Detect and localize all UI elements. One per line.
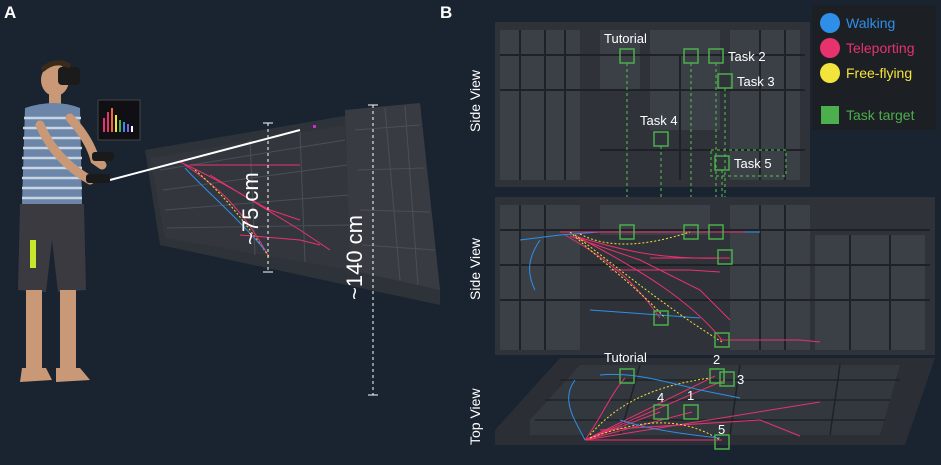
legend-label-free-flying: Free-flying bbox=[846, 65, 912, 81]
top-view-targets bbox=[619, 368, 735, 450]
top-label-2: 2 bbox=[713, 352, 720, 367]
legend-label-task-target: Task target bbox=[846, 107, 915, 123]
task-label-2: Task 2 bbox=[728, 49, 766, 64]
legend-swatch-task-target bbox=[821, 106, 839, 124]
side-view-2-trajectories bbox=[519, 231, 821, 343]
laser-pointer bbox=[109, 129, 301, 181]
measure-75cm bbox=[263, 122, 273, 273]
vr-controller-icon bbox=[92, 152, 114, 161]
top-label-tutorial: Tutorial bbox=[604, 350, 647, 365]
top-view-trajectories bbox=[568, 373, 821, 441]
view-title-top: Top View bbox=[467, 388, 483, 445]
top-label-4: 4 bbox=[657, 390, 664, 405]
legend-swatch-free-flying bbox=[820, 63, 840, 83]
side-view-2-targets bbox=[619, 224, 733, 348]
panel-b-label: B bbox=[440, 3, 452, 22]
side-view-1-targets bbox=[619, 48, 733, 171]
legend-label-walking: Walking bbox=[846, 15, 895, 31]
vr-controller-icon-2 bbox=[86, 174, 110, 183]
building-model-perspective bbox=[145, 103, 440, 305]
task-label-tutorial: Tutorial bbox=[604, 31, 647, 46]
top-label-1: 1 bbox=[687, 388, 694, 403]
panel-a-label: A bbox=[4, 3, 16, 22]
pointer-dot bbox=[313, 125, 316, 128]
top-label-3: 3 bbox=[737, 372, 744, 387]
task-label-5: Task 5 bbox=[734, 156, 772, 171]
legend-swatch-walking bbox=[820, 13, 840, 33]
task-label-3: Task 3 bbox=[737, 74, 775, 89]
trajectories-perspective bbox=[179, 161, 331, 259]
top-view-building bbox=[495, 358, 935, 445]
task5-highlight bbox=[710, 149, 787, 177]
side-view-2-building bbox=[495, 197, 935, 355]
height-140cm-label: ~140 cm bbox=[342, 215, 367, 300]
view-title-side-1: Side View bbox=[467, 69, 483, 132]
task-label-4: Task 4 bbox=[640, 113, 678, 128]
legend-label-teleporting: Teleporting bbox=[846, 40, 915, 56]
legend-swatch-teleporting bbox=[820, 38, 840, 58]
measure-140cm bbox=[368, 104, 378, 396]
vr-headset-icon bbox=[58, 67, 80, 85]
view-title-side-2: Side View bbox=[467, 237, 483, 300]
virtual-chart-panel bbox=[97, 99, 141, 141]
side-view-1-building bbox=[495, 22, 810, 187]
top-label-5: 5 bbox=[718, 422, 725, 437]
height-75cm-label: ~75 cm bbox=[238, 172, 263, 245]
person-vr-user bbox=[18, 60, 114, 382]
legend: Walking Teleporting Free-flying Task tar… bbox=[812, 5, 936, 130]
